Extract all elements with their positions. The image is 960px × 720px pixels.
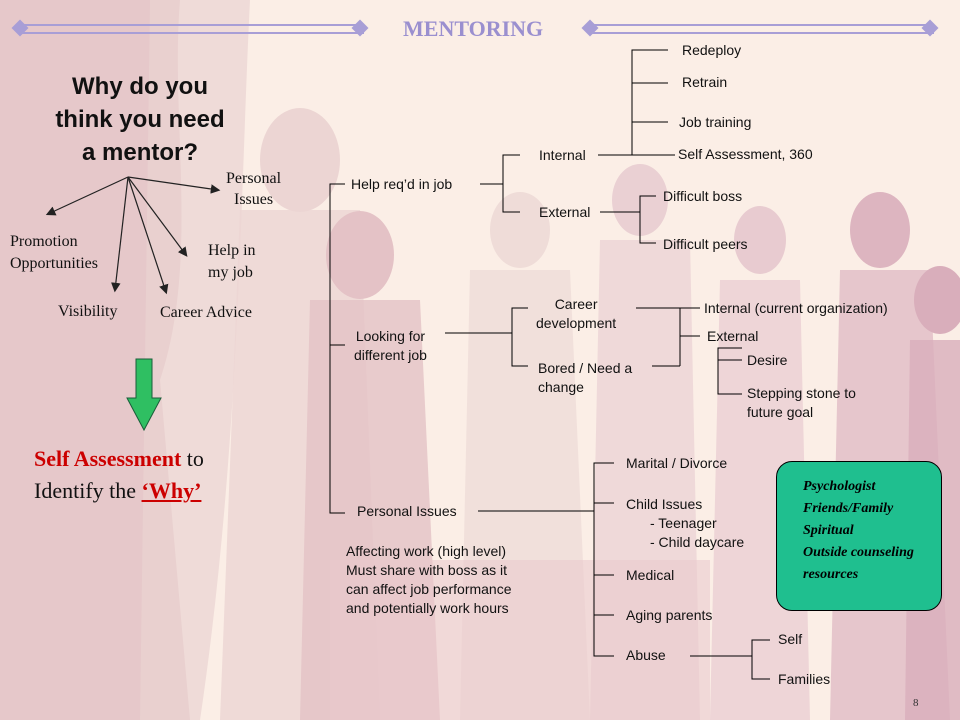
node-looking-line-2: different job: [354, 347, 427, 363]
reason-promotion: Promotion Opportunities: [10, 231, 98, 275]
question-line-1: Why do you: [72, 73, 208, 100]
reason-help-in-job: Help in my job: [208, 240, 256, 284]
node-stepping-stone: Stepping stone to future goal: [747, 384, 856, 422]
node-stepping-line-1: Stepping stone to: [747, 385, 856, 401]
reason-personal-issues: Personal Issues: [226, 168, 281, 210]
node-internal-org: Internal (current organization): [704, 300, 888, 316]
self-assessment-highlight: Self Assessment: [34, 446, 182, 471]
node-desire: Desire: [747, 352, 788, 368]
reason-personal-line-1: Personal: [226, 170, 282, 187]
why-highlight: ‘Why’: [141, 478, 202, 503]
node-self: Self: [778, 631, 803, 647]
resource-spiritual: Spiritual: [803, 523, 854, 538]
self-assessment-line-1: Self Assessment to: [34, 443, 204, 475]
node-retrain: Retrain: [682, 74, 728, 90]
node-stepping-line-2: future goal: [747, 404, 814, 420]
note-line-3: can affect job performance: [346, 581, 512, 597]
node-child-issues: Child Issues - Teenager - Child daycare: [626, 495, 744, 552]
node-families: Families: [778, 671, 831, 687]
question-heading: Why do you think you need a mentor?: [22, 70, 258, 169]
resource-outside-counseling: Outside counseling: [803, 545, 914, 560]
reason-personal-line-2: Issues: [234, 191, 274, 208]
node-self-assessment-360: Self Assessment, 360: [678, 146, 813, 162]
personal-issues-note: Affecting work (high level) Must share w…: [346, 542, 512, 618]
node-looking-line-1: Looking for: [355, 328, 426, 344]
note-line-2: Must share with boss as it: [346, 562, 508, 578]
reason-promotion-line-1: Promotion: [10, 233, 78, 250]
node-career-development: Career development: [536, 295, 616, 333]
node-marital: Marital / Divorce: [626, 455, 728, 471]
node-medical: Medical: [626, 567, 675, 583]
node-career-line-2: development: [536, 315, 617, 331]
reason-promotion-line-2: Opportunities: [10, 255, 98, 272]
node-difficult-peers: Difficult peers: [663, 236, 748, 252]
question-line-3: a mentor?: [81, 139, 198, 166]
node-aging-parents: Aging parents: [626, 607, 713, 623]
node-looking-different-job: Looking for different job: [354, 327, 427, 365]
reason-career-advice: Career Advice: [160, 304, 252, 321]
self-assessment-to: to: [181, 446, 204, 471]
reason-help-line-2: my job: [208, 264, 253, 281]
header-decoration: [11, 19, 939, 37]
node-child-daycare: - Child daycare: [650, 534, 745, 550]
resources-box: Psychologist Friends/Family Spiritual Ou…: [776, 461, 942, 611]
reason-arrows: [45, 176, 221, 295]
node-internal: Internal: [539, 147, 586, 163]
node-difficult-boss: Difficult boss: [663, 188, 743, 204]
self-assessment-text: Self Assessment to Identify the ‘Why’: [34, 443, 204, 507]
resource-friends-family: Friends/Family: [803, 501, 894, 516]
reason-help-line-1: Help in: [208, 242, 256, 259]
node-career-line-1: Career: [554, 296, 598, 312]
node-redeploy: Redeploy: [682, 42, 742, 58]
node-bored: Bored / Need a change: [538, 359, 632, 397]
node-bored-line-2: change: [538, 379, 584, 395]
note-line-4: and potentially work hours: [346, 600, 509, 616]
page-number: 8: [913, 697, 919, 709]
resource-psychologist: Psychologist: [803, 479, 876, 494]
identify-the-text: Identify the: [34, 478, 142, 503]
down-arrow-icon: [126, 358, 162, 432]
resource-resources: resources: [803, 567, 859, 582]
reason-visibility: Visibility: [58, 303, 118, 320]
question-line-2: think you need: [55, 106, 225, 133]
node-external-2: External: [707, 328, 759, 344]
self-assessment-line-2: Identify the ‘Why’: [34, 475, 204, 507]
node-child-issues-title: Child Issues: [626, 496, 703, 512]
node-help-reqd: Help req’d in job: [351, 176, 453, 192]
node-external: External: [539, 204, 591, 220]
node-bored-line-1: Bored / Need a: [538, 360, 633, 376]
node-abuse: Abuse: [626, 647, 666, 663]
node-teenager: - Teenager: [650, 515, 717, 531]
page-title: MENTORING: [403, 16, 544, 41]
note-line-1: Affecting work (high level): [346, 543, 507, 559]
node-personal-issues: Personal Issues: [357, 503, 457, 519]
node-job-training: Job training: [679, 114, 752, 130]
